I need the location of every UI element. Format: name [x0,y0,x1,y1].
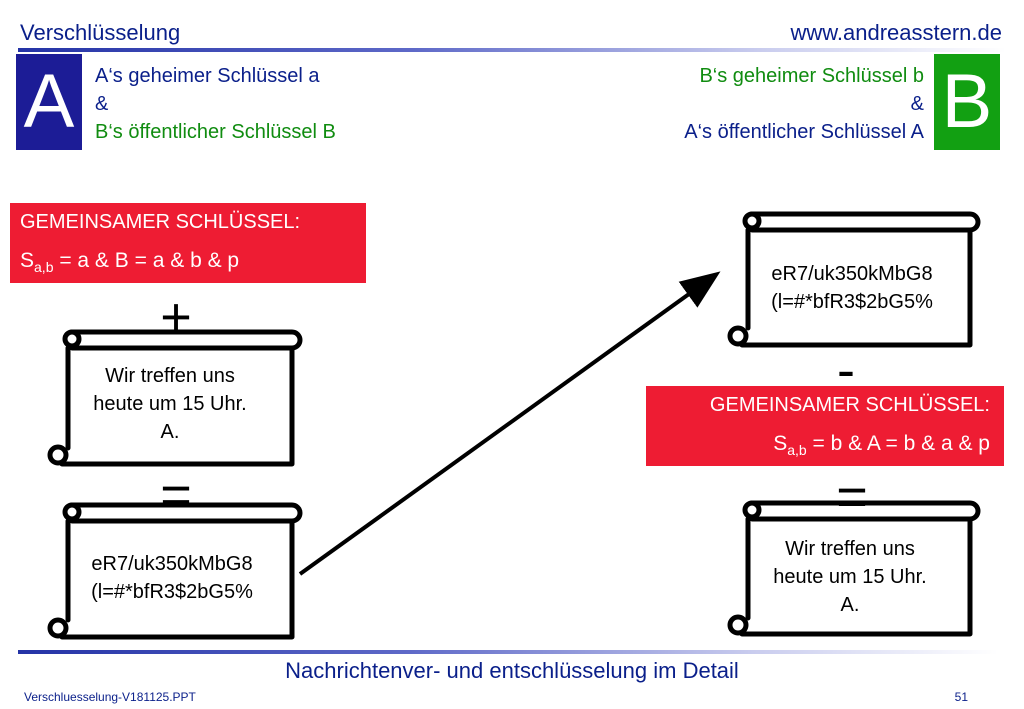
scroll-a-cipher-line1: eR7/uk350kMbG8 [91,553,253,575]
scroll-b-plain-line3: A. [840,594,860,616]
shared-key-b-formula: Sa,b = b & A = b & a & p [773,432,990,458]
party-a-secret-key: A‘s geheimer Schlüssel a [95,65,320,87]
party-a-keys: A‘s geheimer Schlüssel a & B‘s öffentlic… [95,62,336,146]
slide-header-title: Verschlüsselung [20,20,181,45]
party-a-public-key-of-b: B‘s öffentlicher Schlüssel B [95,121,336,143]
shared-key-a-title: GEMEINSAMER SCHLÜSSEL: [20,211,301,233]
equals-operator-b: = [836,467,868,527]
page-number: 51 [954,690,968,704]
shared-key-a-symbol: S [20,249,35,272]
party-b-ampersand: & [910,93,924,115]
shared-key-a-formula: Sa,b = a & B = a & b & p [20,249,239,275]
header-divider [18,48,1006,52]
scroll-b-cipher-text: eR7/uk350kMbG8 (l=#*bfR3$2bG5% [742,260,962,316]
scroll-a-cipher-line2: (l=#*bfR3$2bG5% [91,581,253,603]
plus-operator: + [160,287,192,347]
scroll-b-cipher-line2: (l=#*bfR3$2bG5% [771,291,933,313]
scroll-b-cipher-line1: eR7/uk350kMbG8 [771,263,933,285]
shared-key-b-symbol: S [773,432,788,455]
party-b-box: B [934,54,1000,150]
shared-key-b-subscript: a,b [787,442,807,459]
equals-operator-a: = [160,465,192,525]
scroll-b-plain-line2: heute um 15 Uhr. [773,566,927,588]
scroll-a-cipher-text: eR7/uk350kMbG8 (l=#*bfR3$2bG5% [62,550,282,606]
party-b-public-key-of-a: A‘s öffentlicher Schlüssel A [684,121,924,143]
scroll-a-cipher-icon [47,502,303,640]
party-b-secret-key: B‘s geheimer Schlüssel b [699,65,924,87]
shared-key-a-subscript: a,b [34,259,54,276]
scroll-a-plain-line3: A. [160,421,180,443]
scroll-b-plain-line1: Wir treffen uns [785,538,915,560]
minus-operator: - [837,340,855,400]
footer-divider [18,650,998,654]
shared-key-box-a: GEMEINSAMER SCHLÜSSEL: Sa,b = a & B = a … [10,203,366,283]
scroll-a-plain-text: Wir treffen uns heute um 15 Uhr. A. [60,362,280,446]
scroll-b-cipher-icon [727,211,981,348]
party-b-keys: B‘s geheimer Schlüssel b & A‘s öffentlic… [684,62,924,146]
shared-key-a-expression: = a & B = a & b & p [53,249,240,272]
transfer-arrow [298,271,721,576]
scroll-a-plain-icon [47,329,303,467]
party-a-ampersand: & [95,93,109,115]
footer-filename: Verschluesselung-V181125.PPT [24,690,196,704]
scroll-a-plain-line1: Wir treffen uns [105,365,235,387]
header-url[interactable]: www.andreasstern.de [790,20,1002,45]
party-a-box: A [16,54,82,150]
scroll-a-plain-line2: heute um 15 Uhr. [93,393,247,415]
scroll-b-plain-text: Wir treffen uns heute um 15 Uhr. A. [740,535,960,619]
shared-key-b-expression: = b & A = b & a & p [806,432,990,455]
footer-title: Nachrichtenver- und entschlüsselung im D… [285,658,739,683]
scroll-b-plain-icon [727,500,981,637]
shared-key-b-title: GEMEINSAMER SCHLÜSSEL: [709,394,990,416]
shared-key-box-b: GEMEINSAMER SCHLÜSSEL: Sa,b = b & A = b … [646,386,1004,466]
